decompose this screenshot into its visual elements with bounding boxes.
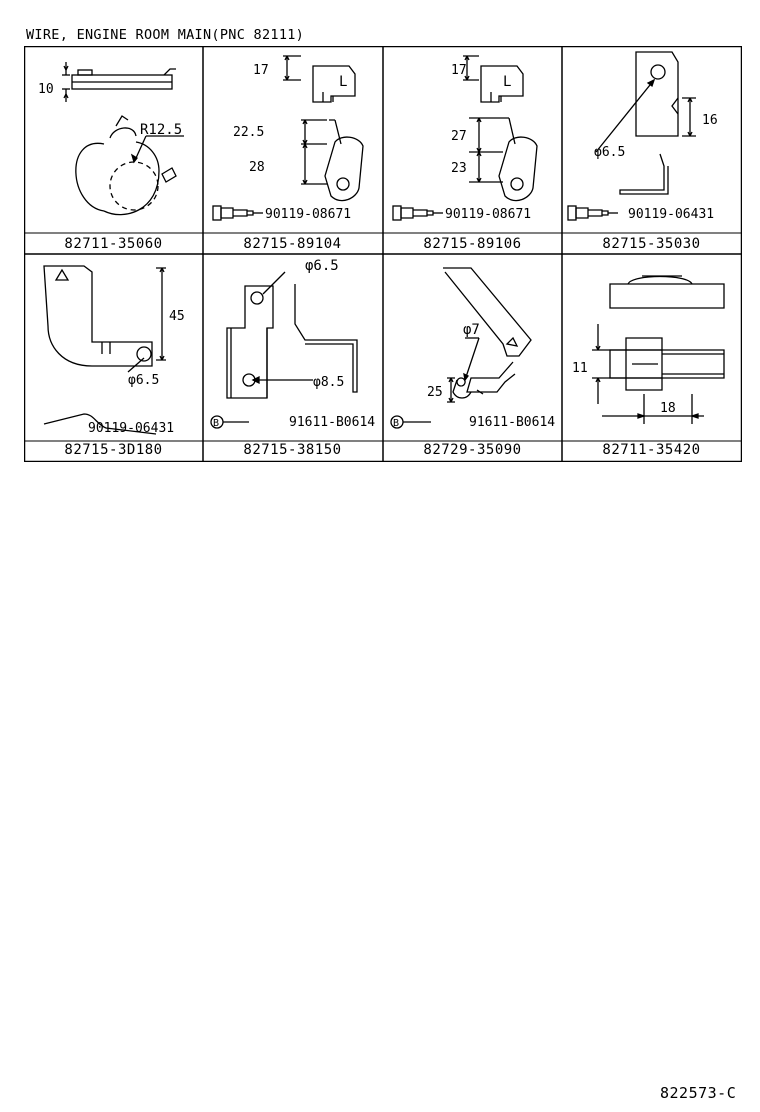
fastener-number: 90119-08671: [265, 207, 351, 222]
part-cell-1[interactable]: 10 R12.5: [24, 46, 203, 233]
dim-27: 27: [451, 129, 467, 144]
part-cell-7[interactable]: φ7 25 B 91611-B0614: [383, 254, 562, 441]
part-cell-2[interactable]: L 17 22.5 28 90119-08671: [203, 46, 382, 233]
dim-hole: φ6.5: [128, 373, 159, 388]
bracket-L-mark: L: [503, 74, 511, 90]
fastener-number: 91611-B0614: [289, 415, 375, 430]
dim-23: 23: [451, 161, 467, 176]
clamp-drawing: 11 18: [572, 275, 725, 424]
fastener-number: 90119-06431: [628, 207, 714, 222]
dim-11: 11: [572, 361, 588, 376]
parts-grid: 10 R12.5 82711-35060 L 17 22.5: [24, 46, 742, 469]
dim-hole: φ6.5: [594, 145, 625, 160]
dim-28: 28: [249, 160, 265, 175]
marker-b: B: [393, 418, 399, 429]
diagram-title: WIRE, ENGINE ROOM MAIN(PNC 82111): [26, 27, 305, 43]
dim-25: 25: [427, 385, 443, 400]
bracket-drawing: 16 φ6.5 90119-06431: [567, 51, 718, 222]
bracket-drawing: 45 φ6.5 90119-06431: [37, 265, 185, 469]
bracket-drawing: φ6.5 φ8.5 B 91611-B0614: [210, 258, 375, 430]
dim-height: 10: [38, 82, 54, 97]
dim-radius: R12.5: [140, 122, 182, 138]
dim-17: 17: [253, 63, 269, 78]
bracket-L-mark: L: [339, 74, 347, 90]
dim-22-5: 22.5: [233, 125, 264, 140]
part-number-8: 82711-35420: [602, 442, 701, 458]
bracket-drawing: L 17 22.5 28 90119-08671: [212, 55, 364, 222]
dim-hole-top: φ6.5: [305, 258, 339, 274]
fastener-number: 90119-06431: [88, 421, 174, 436]
dim-45: 45: [169, 309, 185, 324]
part-number-2: 82715-89104: [243, 236, 342, 252]
dim-hole-bottom: φ8.5: [313, 375, 344, 390]
part-number-3: 82715-89106: [423, 236, 522, 252]
part-number-4: 82715-35030: [602, 236, 701, 252]
part-cell-3[interactable]: L 17 27 23 90119-08671: [383, 46, 562, 233]
dim-18: 18: [660, 401, 676, 416]
dim-17: 17: [451, 63, 467, 78]
grid-lines: [24, 46, 742, 462]
diagram-code: 822573-C: [660, 1084, 737, 1102]
clamp-drawing: 10 R12.5: [38, 62, 184, 216]
dim-hole: φ7: [463, 322, 480, 338]
part-cell-6[interactable]: φ6.5 φ8.5 B 91611-B0614: [203, 254, 382, 441]
fastener-number: 90119-08671: [445, 207, 531, 222]
part-number-5: 82715-3D180: [64, 442, 163, 458]
marker-b: B: [213, 418, 219, 429]
dim-16: 16: [702, 113, 718, 128]
part-cell-8[interactable]: 11 18: [562, 254, 741, 441]
part-number-1: 82711-35060: [64, 236, 163, 252]
part-cell-5[interactable]: 45 φ6.5 90119-06431: [24, 254, 203, 469]
part-cell-4[interactable]: 16 φ6.5 90119-06431: [562, 46, 741, 233]
part-number-7: 82729-35090: [423, 442, 522, 458]
bracket-drawing: L 17 27 23 90119-08671: [392, 55, 538, 222]
fastener-number: 91611-B0614: [469, 415, 555, 430]
part-number-6: 82715-38150: [243, 442, 342, 458]
clip-drawing: φ7 25 B 91611-B0614: [390, 267, 555, 430]
